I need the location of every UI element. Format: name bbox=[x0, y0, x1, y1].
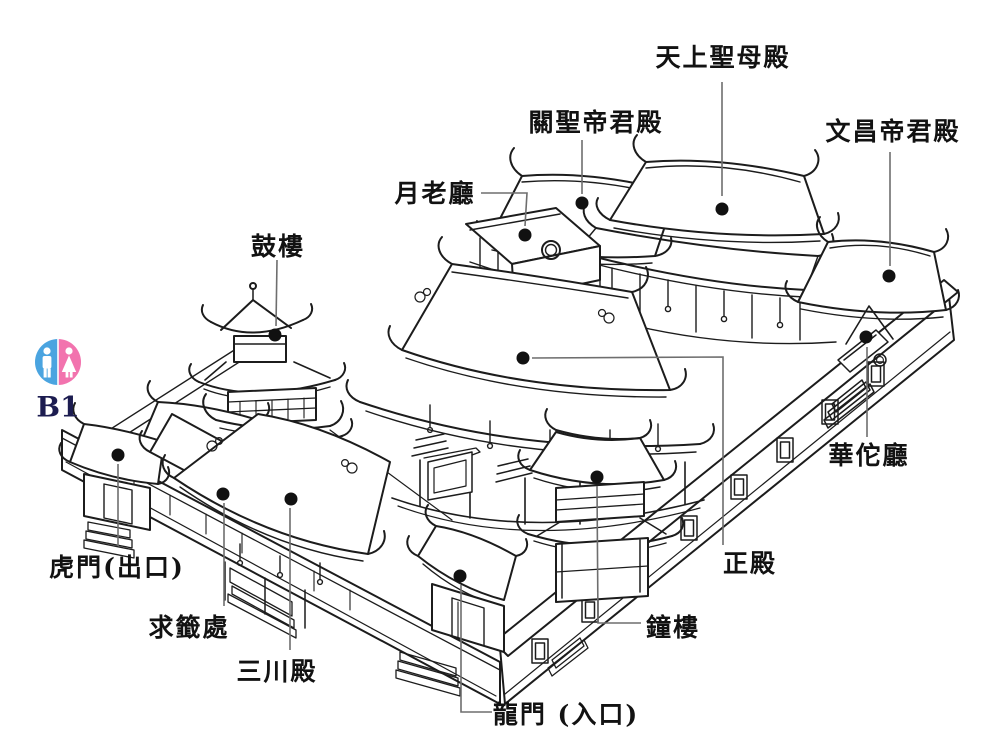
dragon-gate-drawing bbox=[395, 504, 529, 697]
leader-yuelao-hall bbox=[481, 192, 528, 227]
leader-dragon-gate-entrance bbox=[460, 585, 492, 713]
marker-main-hall bbox=[516, 351, 530, 365]
leader-bell-tower bbox=[596, 485, 641, 624]
marker-sanchuan-hall bbox=[284, 492, 298, 506]
huatuo-hall-drawing bbox=[823, 329, 889, 429]
main-hall-drawing bbox=[345, 236, 715, 532]
marker-fortune-stick-area bbox=[216, 487, 230, 501]
leader-main-hall bbox=[531, 356, 724, 545]
marker-bell-tower bbox=[590, 470, 604, 484]
marker-tiger-gate-exit bbox=[111, 448, 125, 462]
marker-dragon-gate-entrance bbox=[453, 569, 467, 583]
floor-label: B1 bbox=[36, 390, 80, 424]
marker-huatuo-hall bbox=[859, 330, 873, 344]
female-figure bbox=[61, 347, 77, 378]
marker-yuelao-hall bbox=[518, 228, 532, 242]
marker-drum-tower bbox=[268, 328, 282, 342]
wenchang-hall-drawing bbox=[784, 216, 960, 345]
male-figure bbox=[42, 347, 52, 378]
marker-wenchang-dijun-hall bbox=[882, 269, 896, 283]
bell-tower-drawing bbox=[516, 408, 685, 603]
marker-tianshang-shengmu-hall bbox=[715, 202, 729, 216]
leader-drum-tower bbox=[275, 259, 278, 327]
mens-womens-restroom-icon bbox=[35, 339, 81, 385]
sanchuan-hall-drawing bbox=[161, 393, 391, 639]
marker-guansheng-dijun-hall bbox=[575, 196, 589, 210]
